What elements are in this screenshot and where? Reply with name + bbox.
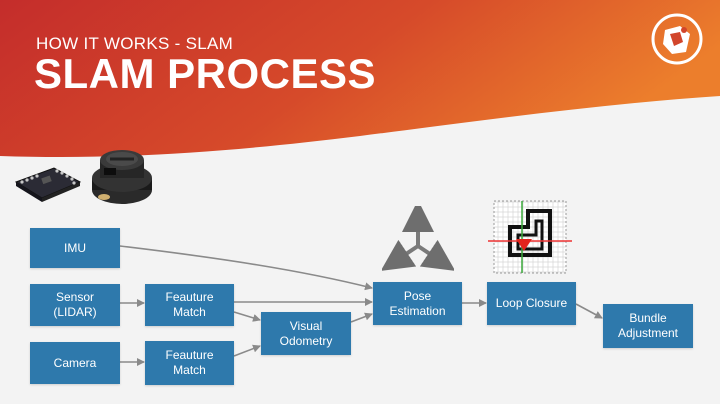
node-feature-match-camera[interactable]: Feauture Match (145, 341, 234, 385)
pose-axes-icon (382, 206, 454, 271)
arrow-imu-to-pose (119, 245, 373, 291)
arrow-feature-match-1-to-vo (233, 311, 261, 322)
arrow-feature-match-2-to-vo (233, 344, 261, 357)
node-sensor-lidar[interactable]: Sensor (LIDAR) (30, 284, 120, 326)
sensor-board-icon (14, 167, 82, 202)
occupancy-grid-icon (488, 200, 572, 274)
robot-shield-icon (651, 13, 703, 65)
lidar-sensor-icon (92, 150, 152, 204)
node-visual-odometry[interactable]: Visual Odometry (261, 312, 351, 355)
arrow-vo-to-pose (350, 312, 373, 323)
page-title: SLAM PROCESS (34, 50, 377, 97)
node-imu[interactable]: IMU (30, 228, 120, 268)
node-feature-match-lidar[interactable]: Feauture Match (145, 284, 234, 326)
node-camera[interactable]: Camera (30, 342, 120, 384)
node-pose-estimation[interactable]: Pose Estimation (373, 282, 462, 325)
node-loop-closure[interactable]: Loop Closure (487, 282, 576, 325)
header-banner (0, 0, 720, 158)
arrow-loop-to-bundle (575, 303, 603, 319)
section-subtitle: HOW IT WORKS - SLAM (36, 34, 234, 53)
node-bundle-adjustment[interactable]: Bundle Adjustment (603, 304, 693, 348)
